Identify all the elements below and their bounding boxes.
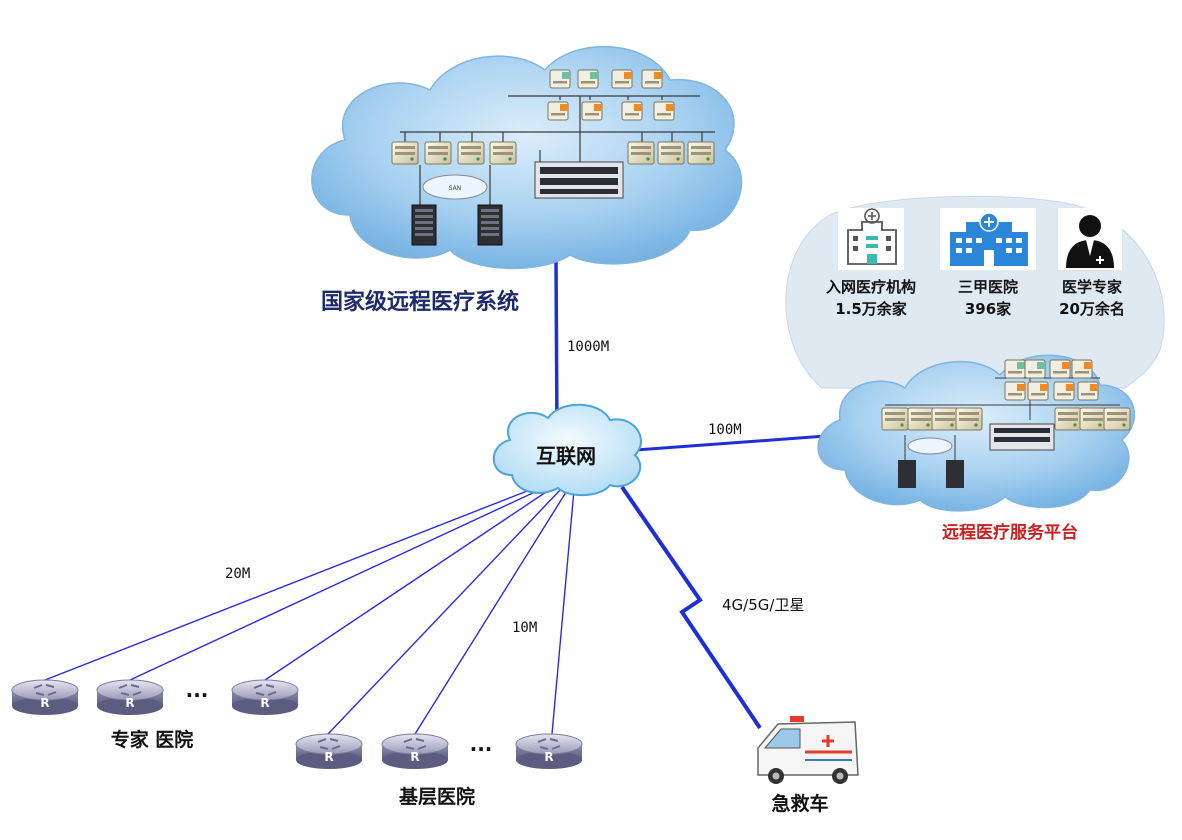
link-primary-1 <box>327 487 563 735</box>
tertiary-hospital-icon <box>940 208 1036 270</box>
bandwidth-platform: 100M <box>708 422 742 438</box>
svg-text:SAN: SAN <box>449 185 462 192</box>
link-platform <box>635 434 827 452</box>
router-icon: R <box>11 679 79 716</box>
router-glyph: R <box>324 750 333 764</box>
router-icon: R <box>515 733 583 770</box>
primary-ellipsis: ··· <box>470 737 493 761</box>
stat-tertiary-value: 396家 <box>965 300 1011 318</box>
internet-label: 互联网 <box>536 444 596 468</box>
medical-expert-icon <box>1058 208 1122 270</box>
ambulance-link-label: 4G/5G/卫星 <box>722 596 804 614</box>
bandwidth-primary: 10M <box>512 620 537 636</box>
router-icon: R <box>381 733 449 770</box>
link-expert-3 <box>264 485 556 681</box>
link-national <box>554 261 559 433</box>
router-glyph: R <box>260 696 269 710</box>
ambulance-label: 急救车 <box>771 792 828 815</box>
national-system-cloud: SAN <box>311 45 743 270</box>
expert-hospitals-label: 专家 医院 <box>111 728 194 751</box>
bandwidth-expert: 20M <box>225 566 250 582</box>
internet-cloud <box>492 403 642 497</box>
router-glyph: R <box>544 750 553 764</box>
bandwidth-national: 1000M <box>567 339 609 355</box>
stat-experts-value: 20万余名 <box>1059 300 1125 318</box>
ambulance-icon <box>757 716 859 784</box>
primary-hospital-routers: R R R <box>295 733 583 770</box>
expert-hospital-routers: R R R <box>11 679 299 716</box>
router-glyph: R <box>125 696 134 710</box>
primary-hospitals-label: 基层医院 <box>398 785 475 808</box>
link-primary-3 <box>551 489 575 735</box>
router-glyph: R <box>410 750 419 764</box>
hospital-building-icon <box>838 208 904 270</box>
stat-experts-label: 医学专家 <box>1062 278 1122 296</box>
stat-institutions-value: 1.5万余家 <box>835 300 907 318</box>
national-system-label: 国家级远程医疗系统 <box>321 289 519 315</box>
router-icon: R <box>231 679 299 716</box>
platform-label: 远程医疗服务平台 <box>942 522 1078 543</box>
platform-cloud <box>817 354 1136 512</box>
router-icon: R <box>96 679 164 716</box>
link-ambulance <box>620 485 762 730</box>
link-expert-1 <box>44 483 546 681</box>
router-glyph: R <box>40 696 49 710</box>
stat-tertiary-label: 三甲医院 <box>958 278 1018 296</box>
router-icon: R <box>295 733 363 770</box>
link-lines <box>44 261 827 735</box>
stat-institutions-label: 入网医疗机构 <box>826 278 916 296</box>
link-expert-2 <box>129 484 551 681</box>
link-primary-2 <box>414 488 569 735</box>
expert-ellipsis: ··· <box>186 683 209 707</box>
